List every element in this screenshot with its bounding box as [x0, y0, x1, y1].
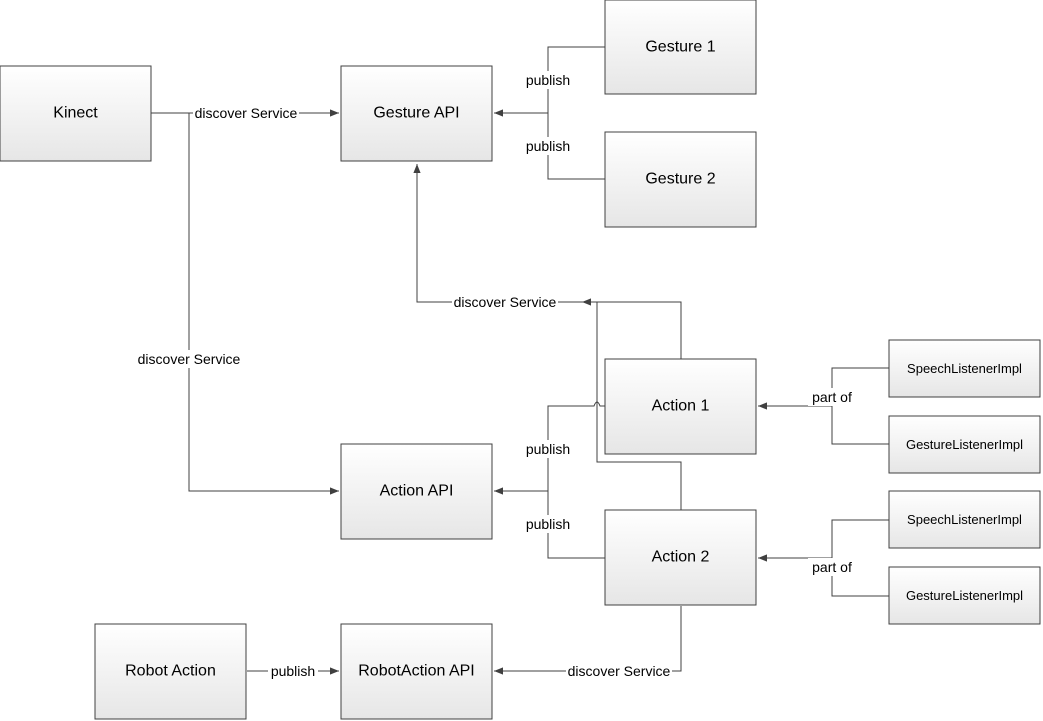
edge-label-text: discover Service: [195, 105, 298, 121]
edge-label-action2-publish: publish: [524, 515, 574, 533]
node-action-api: Action API: [340, 443, 493, 540]
edge-label-robot-action-publish: publish: [268, 662, 318, 680]
node-gesture-2: Gesture 2: [604, 131, 757, 228]
node-kinect: Kinect: [0, 65, 152, 162]
edge-action2-to-action-api: [547, 491, 605, 559]
node-speech-listener-2: SpeechListenerImpl: [888, 490, 1041, 549]
edge-label-text: publish: [526, 72, 570, 88]
node-label: Action 2: [652, 549, 710, 566]
node-label: GestureListenerImpl: [906, 437, 1023, 452]
edge-label-text: discover Service: [454, 294, 557, 310]
edge-action2-to-robotaction-api: [494, 606, 682, 675]
node-label: Gesture 2: [645, 171, 715, 188]
edge-label-text: publish: [526, 138, 570, 154]
edge-label-text: discover Service: [568, 663, 671, 679]
node-action-2: Action 2: [604, 509, 757, 606]
edge-action2-to-gesture-api: [582, 298, 682, 510]
edge-speech2-to-action2: [831, 519, 889, 558]
edge-label-action1-part-of: part of: [808, 388, 856, 406]
edge-label-action2-part-of: part of: [808, 558, 856, 576]
node-label: SpeechListenerImpl: [907, 512, 1022, 527]
node-gesture-api: Gesture API: [340, 65, 493, 162]
node-label: Gesture API: [373, 105, 459, 122]
node-speech-listener-1: SpeechListenerImpl: [888, 339, 1041, 398]
edge-label-action2-robotaction-api: discover Service: [566, 662, 672, 680]
edge-label-text: publish: [271, 663, 315, 679]
node-label: Kinect: [53, 105, 98, 122]
node-gesture-listener-2: GestureListenerImpl: [888, 566, 1041, 625]
node-label: Gesture 1: [645, 39, 715, 56]
edge-label-actions-gesture-api: discover Service: [452, 293, 558, 311]
node-label: Action API: [380, 483, 454, 500]
node-label: RobotAction API: [358, 663, 475, 680]
node-robot-action: Robot Action: [94, 623, 247, 720]
edge-labels: discover Service discover Service publis…: [136, 71, 856, 680]
node-label: Robot Action: [125, 663, 216, 680]
edge-gesturelistener1-to-action1: [831, 406, 889, 445]
edge-label-gesture2-publish: publish: [524, 137, 574, 155]
node-robotaction-api: RobotAction API: [340, 623, 493, 720]
edge-label-text: part of: [812, 389, 852, 405]
edge-action1-to-action-api: [547, 401, 605, 491]
node-gesture-listener-1: GestureListenerImpl: [888, 415, 1041, 474]
edge-label-kinect-gesture-api: discover Service: [193, 104, 299, 122]
edge-label-text: part of: [812, 559, 852, 575]
edge-label-text: publish: [526, 516, 570, 532]
node-label: GestureListenerImpl: [906, 588, 1023, 603]
node-label: Action 1: [652, 398, 710, 415]
edge-label-gesture1-publish: publish: [524, 71, 574, 89]
edge-label-text: publish: [526, 441, 570, 457]
edges: [151, 46, 889, 675]
edge-kinect-to-action-api: [188, 113, 339, 495]
edge-gesture1-to-gesture-api: [547, 46, 605, 113]
edge-label-action1-publish: publish: [524, 440, 574, 458]
node-label: SpeechListenerImpl: [907, 361, 1022, 376]
node-action-1: Action 1: [604, 358, 757, 455]
edge-label-kinect-action-api: discover Service: [136, 350, 242, 368]
edge-label-text: discover Service: [138, 351, 241, 367]
node-gesture-1: Gesture 1: [604, 0, 757, 95]
edge-gesture2-to-gesture-api: [547, 113, 605, 180]
